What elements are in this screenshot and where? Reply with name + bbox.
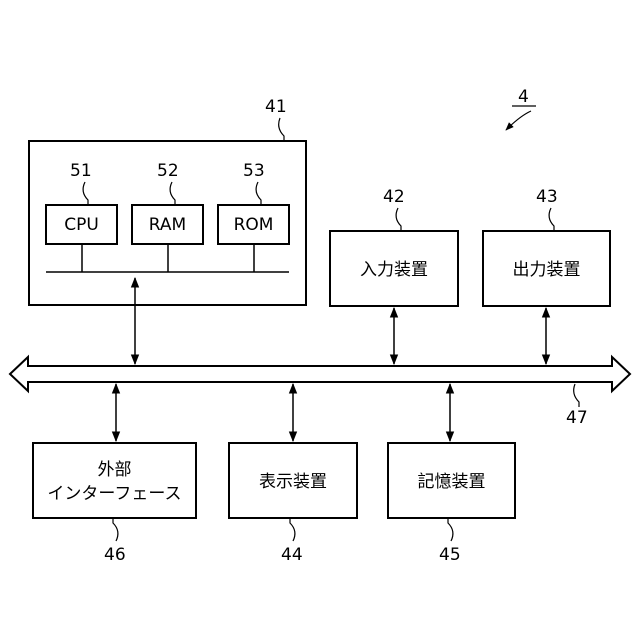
- storage-device-block: 記憶装置 45: [388, 443, 515, 565]
- external-interface-leader-line: [113, 518, 118, 541]
- input-device-ref-label: 42: [383, 187, 405, 207]
- computer-block: 41 CPU 51 RAM 52 ROM 53: [29, 97, 306, 305]
- figure-ref-arrow: [506, 111, 531, 130]
- display-device-block: 表示装置 44: [229, 443, 357, 565]
- input-device-block: 入力装置 42: [330, 187, 458, 306]
- display-device-label: 表示装置: [259, 472, 327, 492]
- external-interface-box: [33, 443, 196, 518]
- cpu-label: CPU: [64, 215, 99, 235]
- computer-leader-line: [279, 118, 284, 141]
- rom-label: ROM: [234, 215, 274, 235]
- storage-device-ref-label: 45: [439, 545, 461, 565]
- bus-ref-label: 47: [566, 408, 588, 428]
- external-interface-label-line1: 外部: [98, 460, 132, 480]
- external-interface-block: 外部 インターフェース 46: [33, 443, 196, 565]
- output-device-label: 出力装置: [513, 260, 581, 280]
- computer-ref-label: 41: [265, 97, 287, 117]
- cpu-ref-label: 51: [70, 161, 92, 181]
- display-device-ref-label: 44: [281, 545, 303, 565]
- output-device-leader-line: [549, 208, 554, 231]
- bus-leader-line: [574, 384, 579, 407]
- external-interface-label-line2: インターフェース: [47, 484, 181, 504]
- external-interface-ref-label: 46: [104, 545, 126, 565]
- figure-ref-label: 4: [518, 87, 529, 107]
- bus-arrow: [10, 357, 630, 391]
- output-device-block: 出力装置 43: [483, 187, 610, 306]
- rom-ref-label: 53: [243, 161, 265, 181]
- output-device-ref-label: 43: [536, 187, 558, 207]
- display-device-leader-line: [290, 518, 295, 541]
- storage-device-leader-line: [448, 518, 453, 541]
- ram-label: RAM: [149, 215, 186, 235]
- system-bus: 47: [10, 357, 630, 428]
- figure-reference: 4: [506, 87, 536, 130]
- input-device-label: 入力装置: [360, 260, 428, 280]
- storage-device-label: 記憶装置: [418, 472, 486, 492]
- input-device-leader-line: [396, 208, 401, 231]
- ram-ref-label: 52: [157, 161, 179, 181]
